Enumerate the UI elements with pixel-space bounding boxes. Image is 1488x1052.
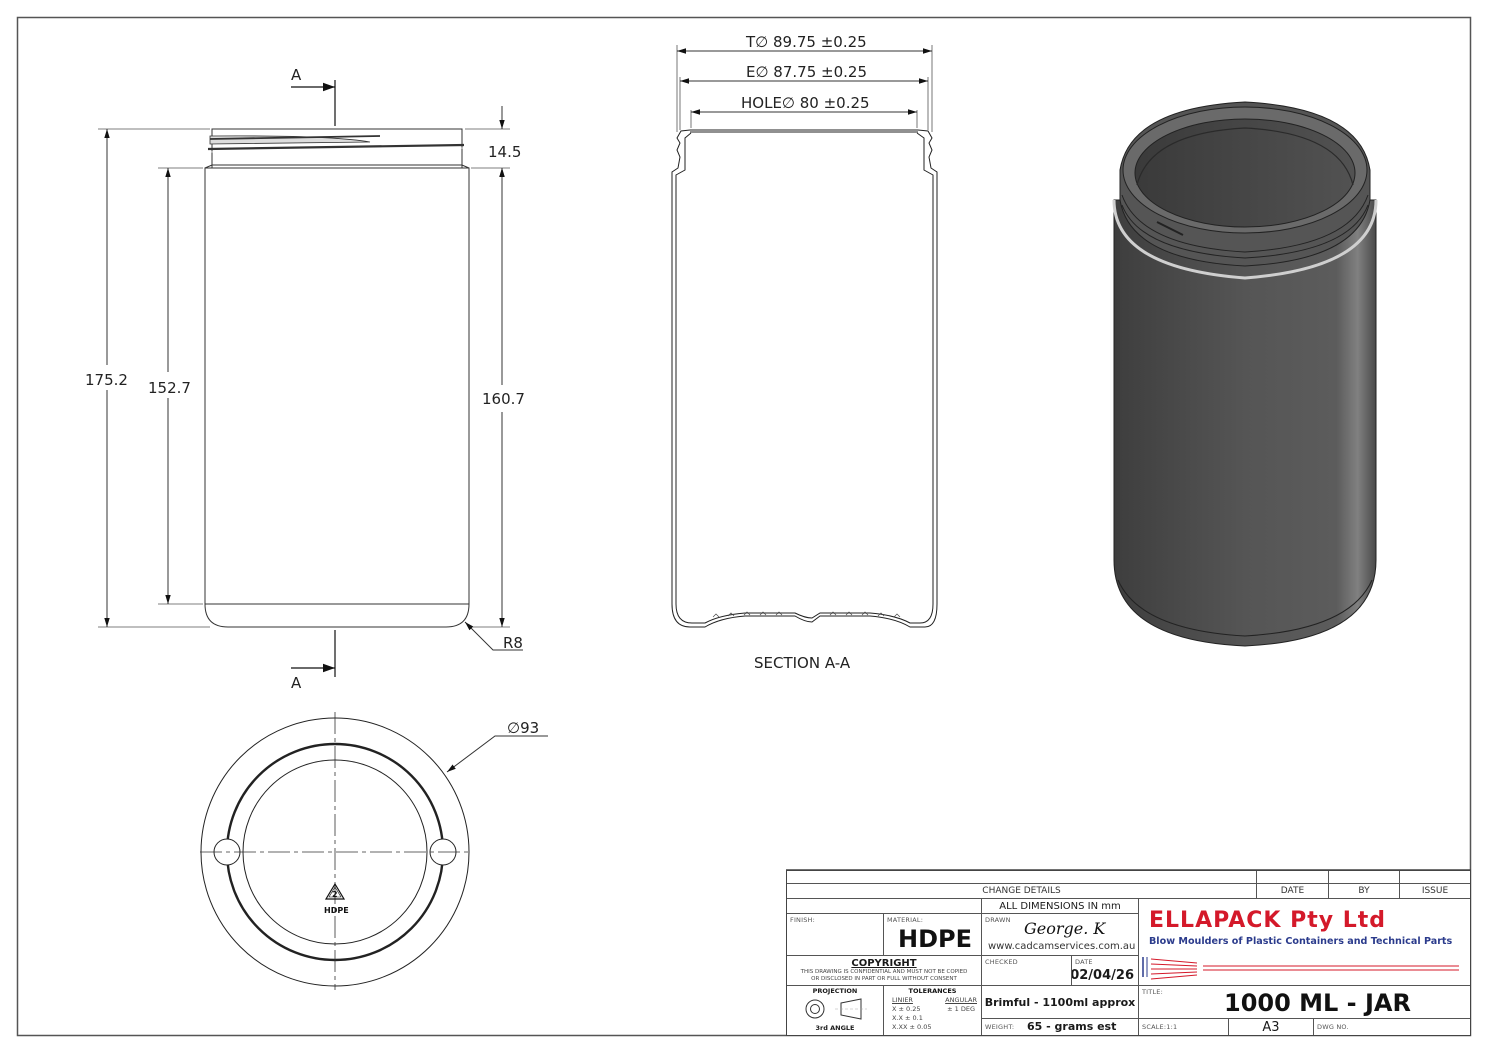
drawn-cell: DRAWN George. K www.cadcamservices.com.a… xyxy=(982,914,1139,956)
finish-label: FINISH: xyxy=(790,916,816,924)
checked-label: CHECKED xyxy=(985,958,1018,966)
material-label: MATERIAL: xyxy=(887,916,924,924)
drawing-title: 1000 ML - JAR xyxy=(1224,989,1411,1017)
copyright-line-1: THIS DRAWING IS CONFIDENTIAL AND MUST NO… xyxy=(800,969,968,975)
projection-label: PROJECTION xyxy=(812,987,858,995)
tolerance-xxx: X.XX ± 0.05 xyxy=(892,1023,932,1031)
date-header-label: DATE xyxy=(1280,886,1305,896)
date-value: 02/04/26 xyxy=(1072,968,1134,983)
dim-bottom-diameter: ∅93 xyxy=(507,719,539,737)
dim-body-to-base: 160.7 xyxy=(482,390,525,408)
title-cell: TITLE: 1000 ML - JAR xyxy=(1139,986,1470,1019)
website-text: www.cadcamservices.com.au xyxy=(988,941,1136,952)
section-marker-bottom: A xyxy=(291,674,302,692)
title-block: CHANGE DETAILS DATE BY ISSUE ALL DIMENSI… xyxy=(786,870,1471,1036)
change-details-label: CHANGE DETAILS xyxy=(982,886,1061,896)
company-logo-lines-icon xyxy=(1142,957,1459,980)
dim-e-diameter: E∅ 87.75 ±0.25 xyxy=(746,63,867,81)
linear-label: LINIER xyxy=(892,996,913,1004)
drawn-by-signature: George. K xyxy=(1024,919,1106,938)
section-marker-top: A xyxy=(291,66,302,84)
date-cell: DATE 02/04/26 xyxy=(1072,956,1139,986)
revision-by-blank xyxy=(1329,871,1400,884)
section-view xyxy=(671,45,938,628)
by-header-label: BY xyxy=(1358,886,1370,896)
date-label: DATE xyxy=(1075,958,1093,966)
copyright-title: COPYRIGHT xyxy=(851,958,917,969)
dim-hole-diameter: HOLE∅ 80 ±0.25 xyxy=(741,94,870,112)
checked-cell: CHECKED xyxy=(982,956,1072,986)
recycle-code: 2 xyxy=(332,890,338,899)
sheet-border xyxy=(16,16,1472,1037)
issue-header: ISSUE xyxy=(1400,884,1470,899)
scale-cell: SCALE:1:1 xyxy=(1139,1019,1229,1035)
tolerance-x: X ± 0.25 xyxy=(892,1005,921,1013)
sheet-size-cell: A3 xyxy=(1229,1019,1314,1035)
projection-value: 3rd ANGLE xyxy=(815,1024,855,1032)
bottom-view xyxy=(200,712,548,990)
tolerances-label: TOLERANCES xyxy=(908,987,957,995)
front-view xyxy=(98,80,523,677)
material-value: HDPE xyxy=(898,925,972,953)
dim-t-diameter: T∅ 89.75 ±0.25 xyxy=(745,33,867,51)
copyright-line-2: OR DISCLOSED IN PART OR FULL WITHOUT CON… xyxy=(811,976,957,982)
weight-value: 65 - grams est xyxy=(1027,1020,1117,1033)
third-angle-projection-icon xyxy=(805,998,867,1020)
weight-label: WEIGHT: xyxy=(985,1023,1015,1031)
recycle-label: HDPE xyxy=(324,906,349,915)
dwg-no-label: DWG NO. xyxy=(1317,1023,1349,1031)
change-details-header: CHANGE DETAILS xyxy=(787,884,1257,899)
dim-base-radius: R8 xyxy=(503,634,523,652)
recycle-hdpe-icon xyxy=(324,882,346,900)
capacity-cell: Brimful - 1100ml approx xyxy=(982,986,1139,1019)
blank-cell xyxy=(787,899,982,914)
revision-issue-blank xyxy=(1400,871,1470,884)
material-cell: MATERIAL: HDPE xyxy=(884,914,982,956)
drawn-label: DRAWN xyxy=(985,916,1011,924)
tolerance-angular: ± 1 DEG xyxy=(947,1005,975,1013)
isometric-view xyxy=(1112,101,1378,647)
dim-body-height: 152.7 xyxy=(148,379,191,397)
company-tagline: Blow Moulders of Plastic Containers and … xyxy=(1149,936,1453,947)
dim-neck-height: 14.5 xyxy=(488,143,521,161)
angular-label: ANGULAR xyxy=(945,996,977,1004)
section-label: SECTION A-A xyxy=(754,654,851,672)
projection-cell: PROJECTION 3rd ANGLE xyxy=(787,986,884,1035)
sheet-size: A3 xyxy=(1262,1019,1280,1035)
copyright-cell: COPYRIGHT THIS DRAWING IS CONFIDENTIAL A… xyxy=(787,956,982,986)
revision-date-blank xyxy=(1257,871,1329,884)
dwg-no-cell: DWG NO. xyxy=(1314,1019,1470,1035)
weight-cell: WEIGHT: 65 - grams est xyxy=(982,1019,1139,1035)
all-dimensions-cell: ALL DIMENSIONS IN mm xyxy=(982,899,1139,914)
all-dimensions-label: ALL DIMENSIONS IN mm xyxy=(999,900,1121,912)
company-logo-cell: ELLAPACK Pty Ltd Blow Moulders of Plasti… xyxy=(1139,899,1470,986)
tolerances-cell: TOLERANCES LINIER ANGULAR X ± 0.25 ± 1 D… xyxy=(884,986,982,1035)
by-header: BY xyxy=(1329,884,1400,899)
scale-label: SCALE:1:1 xyxy=(1142,1023,1178,1031)
company-name: ELLAPACK Pty Ltd xyxy=(1149,908,1386,933)
finish-cell: FINISH: xyxy=(787,914,884,956)
tolerance-xx: X.X ± 0.1 xyxy=(892,1014,923,1022)
revision-row-blank xyxy=(787,871,1257,884)
capacity-note: Brimful - 1100ml approx xyxy=(984,995,1136,1009)
issue-header-label: ISSUE xyxy=(1421,886,1449,896)
dim-overall-height: 175.2 xyxy=(85,371,128,389)
date-header: DATE xyxy=(1257,884,1329,899)
title-label: TITLE: xyxy=(1142,988,1163,996)
